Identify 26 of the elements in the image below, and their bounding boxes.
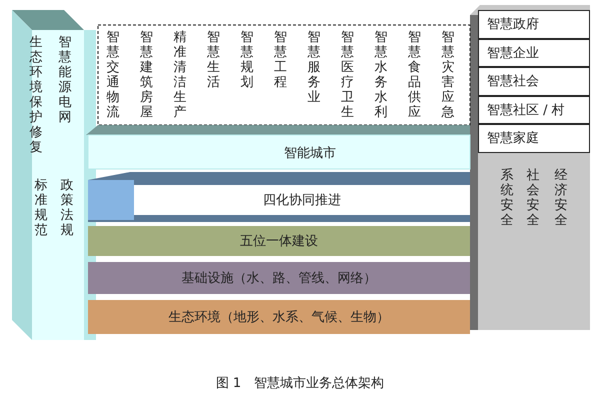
domain-box: 智慧政府: [478, 10, 590, 38]
vertical-label: 智慧服务业: [305, 30, 323, 122]
vertical-label: 标准规范: [32, 178, 50, 248]
vertical-label: 智慧灾害应急: [439, 30, 457, 122]
figure-caption: 图 1 智慧城市业务总体架构: [216, 376, 384, 391]
vertical-label: 智慧医疗卫生: [338, 30, 356, 122]
vertical-label: 政策法规: [58, 178, 76, 248]
layer-label: 四化协同推进: [134, 185, 470, 215]
vertical-label: 智慧建筑房屋: [138, 30, 156, 122]
vertical-label: 智慧生活: [204, 30, 222, 122]
vertical-label: 智慧交通物流: [104, 30, 122, 122]
domain-box: 智慧企业: [478, 38, 590, 67]
vertical-label: 社会安全: [524, 168, 542, 238]
layer-label: 智能城市: [150, 140, 470, 166]
vertical-label: 精准清洁生产: [171, 30, 189, 122]
vertical-label: 智慧食品供应: [406, 30, 424, 122]
domain-box: 智慧家庭: [478, 124, 590, 152]
vertical-label: 经济安全: [552, 168, 570, 238]
vertical-label: 智慧规划: [238, 30, 256, 122]
vertical-label: 系统安全: [498, 168, 516, 238]
vertical-label: 智慧工程: [272, 30, 290, 122]
vertical-label: 智慧能源电网: [56, 35, 74, 135]
vertical-label: 生态环境保护修复: [27, 35, 45, 155]
domain-box: 智慧社区 / 村: [478, 96, 590, 124]
domain-box: 智慧社会: [478, 67, 590, 96]
vertical-label: 智慧水务水利: [372, 30, 390, 122]
